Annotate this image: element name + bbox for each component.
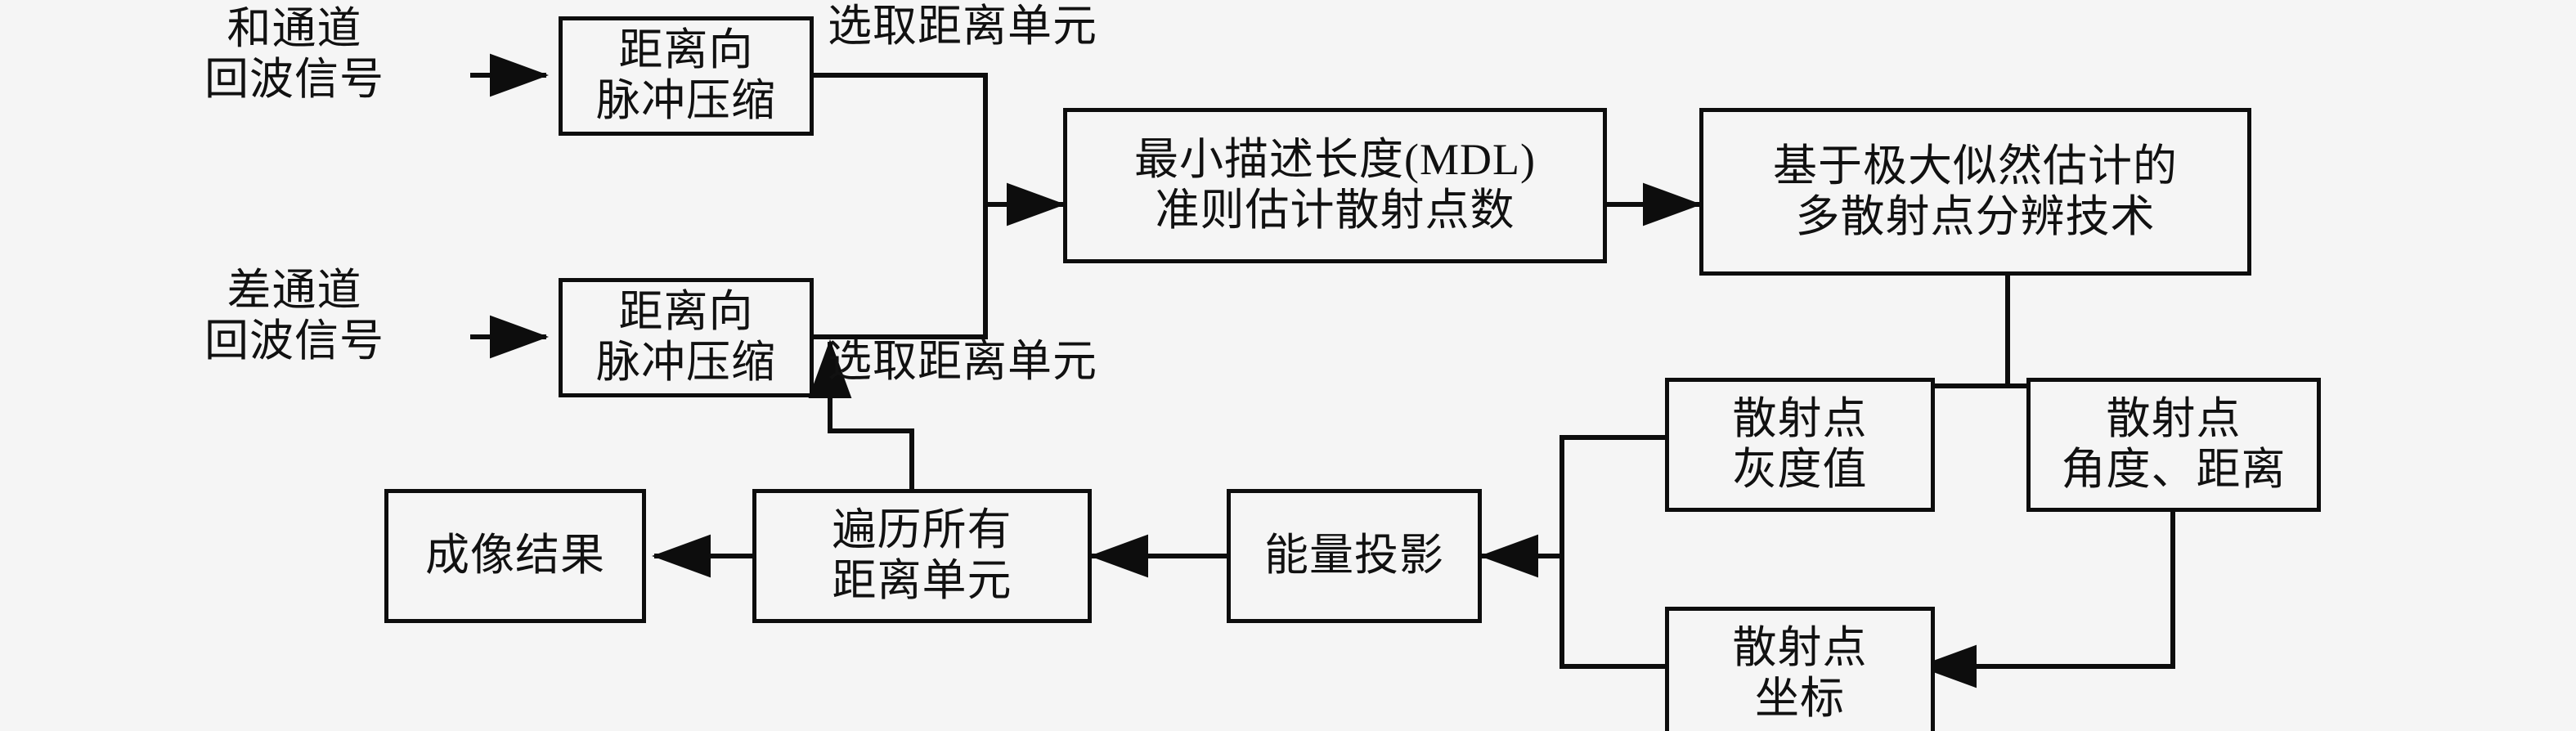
edge-angle-to-coordinate [1918,511,2175,688]
node-scatterer-angle-range[interactable]: 散射点 角度、距离 [2026,378,2321,512]
label-line: 回波信号 [204,316,384,366]
node-mdl-estimate[interactable]: 最小描述长度(MDL) 准则估计散射点数 [1063,108,1607,263]
label-select-range-cell-bottom: 选取距离单元 [828,337,1171,388]
node-line: 最小描述长度(MDL) [1134,135,1536,185]
node-imaging-result[interactable]: 成像结果 [384,489,646,623]
node-line: 成像结果 [425,531,605,581]
node-line: 基于极大似然估计的 [1773,141,2178,191]
node-line: 脉冲压缩 [596,76,776,125]
node-line: 多散射点分辨技术 [1795,191,2156,241]
node-line: 散射点 [1732,623,1868,673]
node-ml-multi-scatterer[interactable]: 基于极大似然估计的 多散射点分辨技术 [1699,108,2251,276]
node-line: 遍历所有 [832,505,1012,555]
label-line: 差通道 [227,266,362,315]
node-line: 距离向 [618,287,754,337]
edge-gray-to-merge [1560,435,1665,556]
label-line: 选取距离单元 [828,2,1097,51]
node-traverse-all-range-cells[interactable]: 遍历所有 距离单元 [752,489,1092,623]
node-line: 灰度值 [1732,445,1868,494]
edge-bottom-pc-to-bus [814,204,988,339]
node-line: 脉冲压缩 [596,338,776,387]
label-diff-channel-echo-signal: 差通道 回波信号 [131,266,458,366]
label-sum-channel-echo-signal: 和通道 回波信号 [131,4,458,105]
node-line: 距离单元 [832,556,1012,605]
label-line: 回波信号 [204,54,384,104]
label-line: 和通道 [227,4,362,53]
edge-coordinate-to-merge [1560,556,1665,669]
label-select-range-cell-top: 选取距离单元 [828,2,1171,52]
node-line: 散射点 [2106,394,2242,444]
label-line: 选取距离单元 [828,337,1097,386]
node-energy-projection[interactable]: 能量投影 [1227,489,1482,623]
node-line: 散射点 [1732,394,1868,444]
node-line: 能量投影 [1264,531,1444,581]
node-sum-channel-pulse-compression[interactable]: 距离向 脉冲压缩 [559,16,814,136]
node-scatterer-gray-value[interactable]: 散射点 灰度值 [1665,378,1935,512]
edge-traverse-feedback [808,339,914,489]
node-line: 准则估计散射点数 [1155,186,1515,235]
edge-top-pc-to-bus [814,73,988,204]
node-scatterer-coordinate[interactable]: 散射点 坐标 [1665,607,1935,731]
node-diff-channel-pulse-compression[interactable]: 距离向 脉冲压缩 [559,278,814,397]
node-line: 角度、距离 [2061,445,2287,494]
node-line: 坐标 [1755,674,1845,723]
node-line: 距离向 [618,25,754,75]
